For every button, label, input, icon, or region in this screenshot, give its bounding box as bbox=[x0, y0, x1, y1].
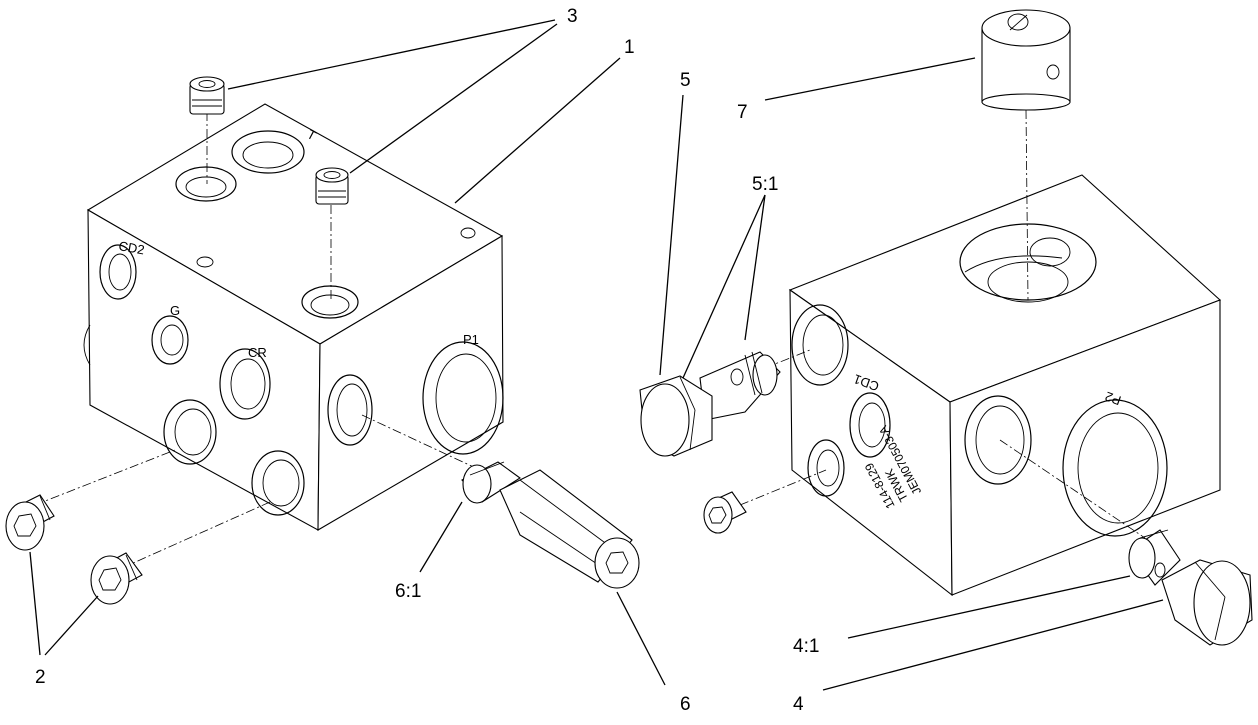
plug-front-right bbox=[90, 552, 143, 605]
relief-valve-5 bbox=[639, 351, 781, 457]
plug-top-left bbox=[189, 76, 225, 115]
callout-1: 1 bbox=[624, 37, 635, 58]
callout-6-1: 6:1 bbox=[395, 581, 421, 602]
port-label-cr: CR bbox=[248, 345, 267, 360]
right-block-side-face bbox=[949, 299, 1221, 596]
plug-top-right bbox=[315, 167, 349, 205]
relief-valve-4 bbox=[1128, 529, 1253, 646]
port-label-p2: P2 bbox=[1103, 389, 1123, 409]
callout-5-1: 5:1 bbox=[752, 174, 778, 195]
port-label-g: G bbox=[170, 303, 180, 318]
plug-front-left bbox=[5, 494, 55, 551]
leader-lines bbox=[29, 19, 1164, 691]
left-block-side-face bbox=[317, 235, 504, 531]
cap-7 bbox=[981, 9, 1071, 111]
callout-7: 7 bbox=[737, 102, 748, 123]
callout-3: 3 bbox=[567, 6, 578, 27]
cartridge-valve-6 bbox=[461, 461, 640, 589]
right-manifold-block bbox=[788, 174, 1222, 597]
assembly-center-lines bbox=[34, 109, 1146, 569]
left-manifold-block bbox=[83, 103, 504, 531]
callout-2: 2 bbox=[35, 667, 46, 688]
plug-right-block bbox=[703, 491, 747, 534]
port-label-p1: P1 bbox=[463, 332, 479, 347]
callout-6: 6 bbox=[680, 694, 691, 715]
port-label-cd2: CD2 bbox=[117, 238, 145, 257]
callout-4: 4 bbox=[793, 694, 804, 715]
callout-5: 5 bbox=[680, 70, 691, 91]
callout-4-1: 4:1 bbox=[793, 636, 819, 657]
